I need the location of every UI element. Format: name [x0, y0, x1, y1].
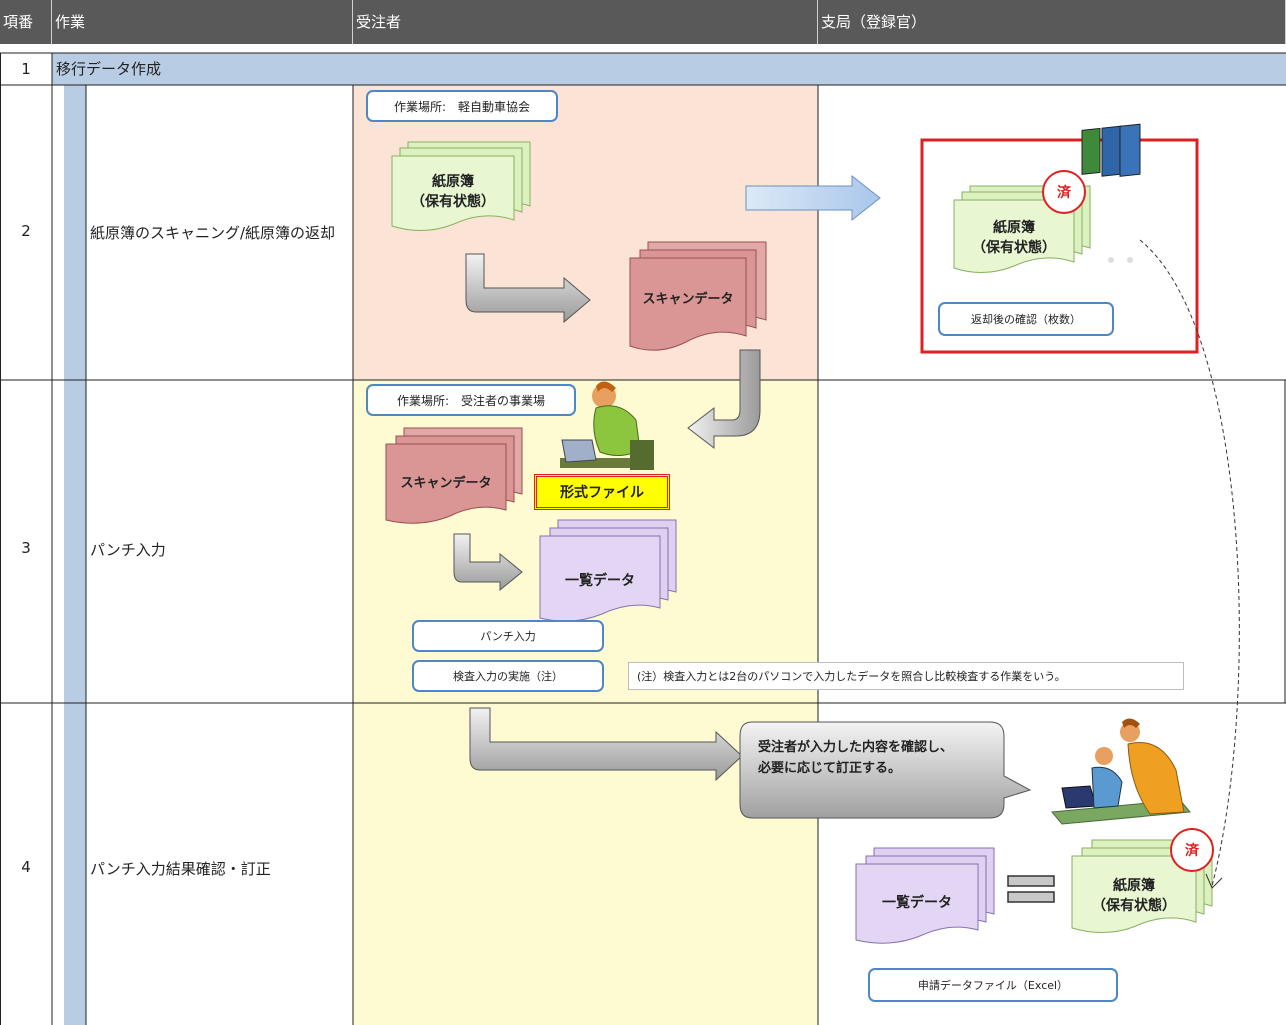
- return-dashed-arrow: [1139, 239, 1240, 887]
- row-1-band: [52, 53, 1286, 85]
- paper-label-row2-line1: 紙原簿: [432, 174, 474, 190]
- subtask-bar: [64, 85, 86, 1025]
- row-2-number: 2: [21, 222, 31, 240]
- returned-highlight-box: [920, 138, 1199, 354]
- format-file-badge: 形式ファイル: [534, 474, 670, 510]
- scan-label-row2: スキャンデータ: [642, 292, 734, 307]
- row-3-task: パンチ入力: [90, 541, 166, 559]
- paper-label-row2-line2: （保有状態）: [411, 194, 495, 210]
- callout-line1: 受注者が入力した内容を確認し、: [758, 740, 954, 755]
- done-stamp-row4-circle: [1170, 828, 1214, 872]
- row-1-task: 移行データ作成: [56, 60, 162, 78]
- returned-paper-line2: （保有状態）: [972, 240, 1056, 256]
- row-2-task: 紙原簿のスキャニング/紙原簿の返却: [90, 224, 336, 242]
- bent-arrow-down: [687, 349, 761, 450]
- return-check-label: 返却後の確認（枚数）: [938, 302, 1114, 336]
- paper-label-row2: 紙原簿 （保有状態）: [392, 172, 514, 212]
- scan-stack-row2: [629, 241, 767, 351]
- done-stamp-row4: 済: [1185, 843, 1199, 859]
- paper-label-row4-line1: 紙原簿: [1113, 878, 1155, 894]
- binders-icon: [1081, 123, 1141, 263]
- scan-stack-row3: [385, 427, 523, 524]
- done-stamp-row2-circle: [1042, 170, 1086, 214]
- verify-input-label: 検査入力の実施（注）: [412, 660, 604, 692]
- paper-stack-row2: [391, 141, 531, 232]
- header-col-contractor: 受注者: [353, 0, 818, 44]
- app-data-file-label: 申請データファイル（Excel）: [868, 968, 1118, 1002]
- reviewers-icon: [1051, 718, 1191, 825]
- location-label-row3: 作業場所: 受注者の事業場: [366, 384, 576, 416]
- paper-label-row4: 紙原簿 （保有状態）: [1072, 876, 1196, 916]
- location-label-row2: 作業場所: 軽自動車協会: [366, 90, 558, 122]
- returned-paper-line1: 紙原簿: [993, 220, 1035, 236]
- list-label-row3: 一覧データ: [565, 573, 635, 589]
- header-col-no: 項番: [0, 0, 52, 44]
- paper-stack-row4: [1071, 839, 1213, 934]
- equals-icon: [1007, 875, 1055, 903]
- list-stack-row3: [539, 519, 677, 622]
- transfer-arrow: [745, 174, 881, 222]
- person-laptop-icon: [560, 381, 654, 470]
- header-col-branch: 支局（登録官）: [818, 0, 1286, 44]
- header-col-task: 作業: [52, 0, 353, 44]
- done-stamp-row2: 済: [1057, 185, 1071, 201]
- callout-bubble: [739, 721, 1032, 819]
- return-dashed-arrowhead: [1205, 873, 1223, 889]
- paper-label-row4-line2: （保有状態）: [1092, 898, 1176, 914]
- bent-arrow-review: [469, 707, 743, 782]
- row-1-number: 1: [21, 60, 31, 78]
- row-4-task: パンチ入力結果確認・訂正: [90, 860, 271, 878]
- bent-arrow-list: [453, 533, 523, 592]
- list-stack-row4: [855, 847, 995, 944]
- callout-line2: 必要に応じて訂正する。: [758, 761, 902, 776]
- list-label-row4: 一覧データ: [882, 895, 952, 911]
- callout-text: 受注者が入力した内容を確認し、 必要に応じて訂正する。: [758, 737, 998, 779]
- scan-label-row3: スキャンデータ: [400, 476, 492, 491]
- returned-paper-label: 紙原簿 （保有状態）: [954, 218, 1074, 258]
- bent-arrow-scan: [465, 253, 591, 324]
- verify-input-note: (注）検査入力とは2台のパソコンで入力したデータを照合し比較検査する作業をいう。: [628, 662, 1184, 690]
- punch-input-label: パンチ入力: [412, 620, 604, 652]
- row-4-number: 4: [21, 858, 31, 876]
- row-3-number: 3: [21, 539, 31, 557]
